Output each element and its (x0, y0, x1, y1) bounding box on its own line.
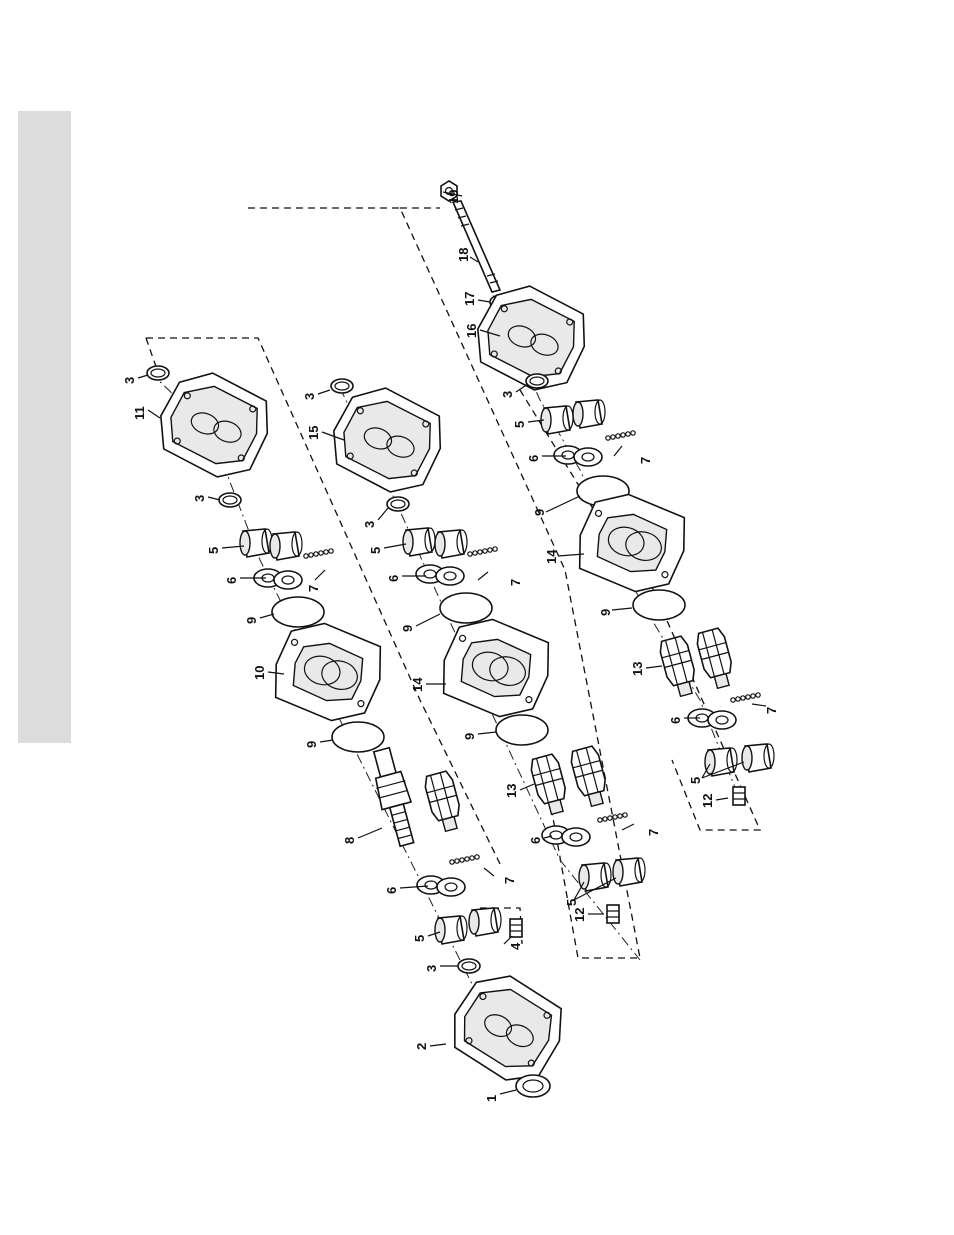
callout-7: 7 (638, 457, 653, 464)
assembly-boundary-right (400, 208, 760, 830)
callout-2: 2 (414, 1043, 429, 1050)
callout-7: 7 (646, 829, 661, 836)
callout-9: 9 (532, 509, 547, 516)
callout-9: 9 (598, 609, 613, 616)
part-5-bearing-a (240, 529, 272, 557)
callout-6: 6 (526, 455, 541, 462)
part-1-seal (516, 1075, 550, 1097)
callout-5: 5 (564, 899, 579, 906)
callout-9: 9 (400, 625, 415, 632)
part-3-ring-c (458, 959, 480, 973)
part-9-oring-f (633, 590, 685, 620)
callout-6: 6 (528, 837, 543, 844)
part-9-oring-d (496, 715, 548, 745)
part-5-bearing-f (435, 530, 467, 558)
part-5-bearing-k (705, 748, 737, 776)
callout-3: 3 (192, 495, 207, 502)
callout-14: 14 (410, 677, 425, 692)
callout-5: 5 (368, 547, 383, 554)
callout-5: 5 (512, 421, 527, 428)
callout-3: 3 (122, 377, 137, 384)
callout-14: 14 (544, 549, 559, 564)
callout-17: 17 (462, 292, 477, 306)
part-7-seals-f (731, 693, 760, 702)
part-5-bearing-d (469, 908, 501, 936)
callout-6: 6 (668, 717, 683, 724)
callout-10: 10 (252, 666, 267, 680)
part-5-bearing-b (270, 532, 302, 560)
callout-6: 6 (386, 575, 401, 582)
callout-1: 1 (484, 1095, 499, 1102)
callout-5: 5 (412, 935, 427, 942)
axis-left (150, 372, 520, 1080)
part-11-housing (148, 361, 280, 487)
part-3-ring-f (526, 374, 548, 388)
callout-3: 3 (362, 521, 377, 528)
callout-6: 6 (384, 887, 399, 894)
part-13-gear-left (423, 770, 465, 833)
part-13-gear-b (569, 745, 611, 808)
part-5-bearing-j (573, 400, 605, 428)
part-5-bearing-l (742, 744, 774, 772)
callout-12: 12 (700, 794, 715, 808)
callout-3: 3 (500, 391, 515, 398)
part-9-oring-c (440, 593, 492, 623)
part-3-ring-b (219, 493, 241, 507)
part-7-seals-c (468, 547, 497, 556)
part-9-oring-a (272, 597, 324, 627)
callout-18: 18 (456, 248, 471, 262)
part-6-plate-a (254, 569, 302, 589)
part-6-plate-f (688, 709, 736, 729)
part-5-bearing-e (403, 528, 435, 556)
part-8-shaft-gear (367, 746, 421, 848)
callout-19: 19 (446, 190, 461, 204)
callout-6: 6 (224, 577, 239, 584)
part-6-plate-d (542, 826, 590, 846)
callout-9: 9 (304, 741, 319, 748)
callout-7: 7 (508, 579, 523, 586)
part-9-oring-b (332, 722, 384, 752)
part-5-bearing-h (613, 858, 645, 886)
part-2-mounting-housing (439, 962, 576, 1094)
callout-9: 9 (462, 733, 477, 740)
callout-15: 15 (306, 426, 321, 440)
callout-3: 3 (424, 965, 439, 972)
callout-7: 7 (764, 707, 779, 714)
part-7-seals-b (450, 855, 479, 864)
part-3-ring-e (387, 497, 409, 511)
part-7-seals-e (606, 431, 635, 440)
callout-8: 8 (342, 837, 357, 844)
part-13-gear-d (695, 627, 737, 690)
callout-16: 16 (464, 324, 479, 338)
callout-7: 7 (502, 877, 517, 884)
part-13-gear-c (658, 635, 700, 698)
callout-13: 13 (630, 662, 645, 676)
part-5-bearing-i (541, 406, 573, 434)
part-4-stud (510, 919, 522, 937)
part-6-plate-c (416, 565, 464, 585)
part-7-seals-a (304, 549, 333, 558)
callout-7: 7 (306, 585, 321, 592)
part-15-housing (321, 376, 453, 502)
part-12-stud-a (607, 905, 619, 923)
callout-4: 4 (508, 942, 523, 950)
part-3-ring-a (147, 366, 169, 380)
part-5-bearing-g (579, 863, 611, 891)
part-10-body (266, 614, 390, 730)
part-3-ring-d (331, 379, 353, 393)
callout-5: 5 (688, 777, 703, 784)
callout-5: 5 (206, 547, 221, 554)
callout-9: 9 (244, 617, 259, 624)
part-18-tie-rod (453, 201, 500, 292)
callout-11: 11 (132, 406, 147, 420)
callout-12: 12 (572, 908, 587, 922)
callout-13: 13 (504, 784, 519, 798)
part-5-bearing-c (435, 916, 467, 944)
part-12-stud-b (733, 787, 745, 805)
callout-3: 3 (302, 393, 317, 400)
